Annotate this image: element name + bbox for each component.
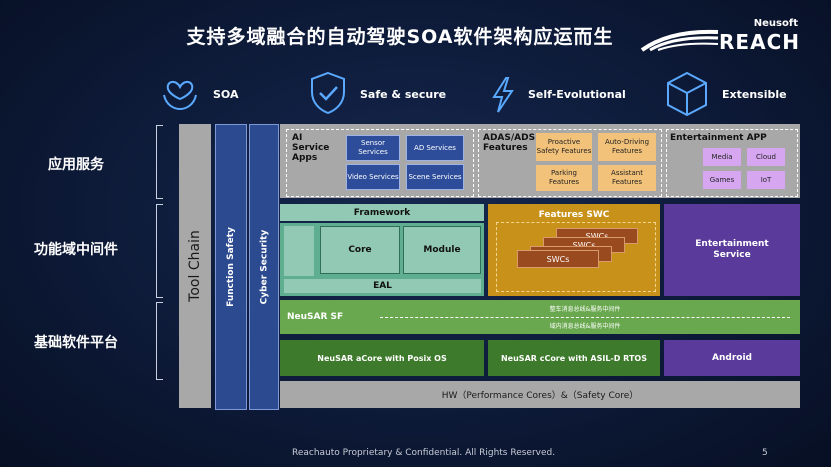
eal-box: EAL — [284, 279, 481, 293]
shield-check-icon — [311, 71, 345, 115]
footer-text: Reachauto Proprietary & Confidential. Al… — [292, 448, 556, 458]
pillar-safe-label: Safe & secure — [360, 88, 447, 101]
module-box: Module — [403, 226, 481, 274]
ai-service-group — [286, 129, 474, 197]
video-services-box: Video Services — [346, 164, 400, 190]
row-label-middleware: 功能域中间件 — [34, 242, 118, 258]
media-box: Media — [703, 148, 741, 166]
row-label-application: 应用服务 — [48, 157, 104, 173]
neusar-acore-box: NeuSAR aCore with Posix OS — [280, 340, 484, 376]
heart-hands-icon — [163, 81, 197, 111]
slide-title: 支持多域融合的自动驾驶SOA软件架构应运而生 — [186, 26, 614, 48]
features-swc-label: Features SWC — [538, 210, 610, 220]
ad-services-box: AD Services — [406, 135, 464, 161]
page-number: 5 — [762, 448, 768, 458]
logo-small-text: Neusoft — [753, 18, 798, 29]
adas-group — [478, 129, 662, 197]
scene-services-box: Scene Services — [406, 164, 464, 190]
function-safety-bar: Function Safety — [215, 124, 247, 410]
neusoft-reach-logo: Neusoft REACH — [640, 16, 810, 56]
logo-swoosh-icon — [640, 29, 719, 52]
swc-box-front: SWCs — [517, 250, 599, 268]
neusar-ccore-box: NeuSAR cCore with ASIL-D RTOS — [488, 340, 660, 376]
row-brace-application — [156, 125, 163, 199]
framework-box: Framework — [280, 204, 484, 221]
bus-divider — [380, 317, 790, 318]
ai-service-label: AI Service Apps — [292, 133, 330, 163]
pillar-self-evolutional-label: Self-Evolutional — [528, 88, 626, 101]
pillar-soa-label: SOA — [213, 88, 239, 101]
entertainment-service-box: Entertainment Service — [664, 204, 800, 296]
logo-big-text: REACH — [719, 30, 800, 54]
row-label-platform: 基础软件平台 — [34, 335, 118, 351]
swc-dashed-group — [496, 222, 656, 292]
middleware-left-block — [284, 226, 314, 276]
assistant-features-box: Assistant Features — [598, 165, 656, 191]
cube-icon — [667, 71, 707, 117]
adas-label: ADAS/ADS Features — [483, 133, 536, 153]
domain-bus-label: 域内消息总线&服务中间件 — [549, 323, 621, 330]
games-box: Games — [703, 171, 741, 189]
auto-driving-box: Auto-Driving Features — [598, 133, 656, 161]
entertainment-app-label: Entertainment APP — [670, 133, 767, 143]
row-brace-platform — [156, 302, 163, 380]
neusar-sf-label: NeuSAR SF — [287, 312, 344, 322]
tool-chain-label: Tool Chain — [187, 230, 204, 302]
pillar-extensible-label: Extensible — [722, 88, 787, 101]
proactive-safety-box: Proactive Safety Features — [536, 133, 592, 161]
cloud-box: Cloud — [747, 148, 785, 166]
parking-features-box: Parking Features — [536, 165, 592, 191]
hw-box: HW（Performance Cores）&（Safety Core） — [280, 381, 800, 408]
lightning-icon — [492, 77, 514, 113]
android-box: Android — [664, 340, 800, 376]
row-brace-middleware — [156, 204, 163, 298]
iot-box: IoT — [747, 171, 785, 189]
cyber-security-label: Cyber Security — [259, 229, 269, 305]
vehicle-bus-label: 整车消息总线&服务中间件 — [549, 306, 621, 313]
tool-chain-bar: Tool Chain — [179, 124, 211, 408]
cyber-security-bar: Cyber Security — [249, 124, 279, 410]
function-safety-label: Function Safety — [226, 227, 236, 307]
core-box: Core — [320, 226, 400, 274]
sensor-services-box: Sensor Services — [346, 135, 400, 161]
entertainment-app-group — [666, 129, 798, 197]
